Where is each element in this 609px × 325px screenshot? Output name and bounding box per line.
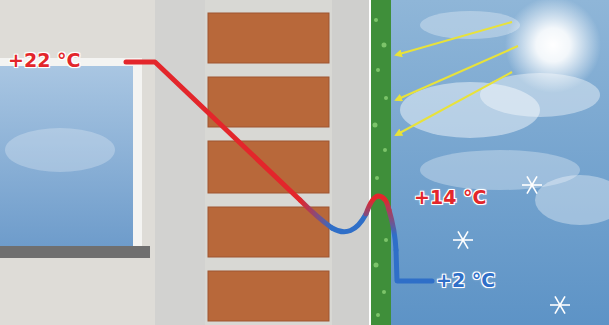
curve-drop — [389, 210, 396, 250]
sun — [505, 0, 601, 93]
temperature-label: +14 °C — [414, 187, 486, 208]
window-sill — [0, 246, 150, 258]
brick — [208, 207, 329, 257]
brick — [208, 77, 329, 127]
window-cloud — [5, 128, 115, 172]
curve-transition — [300, 200, 332, 228]
sun-ray — [396, 22, 512, 55]
curve-warm — [126, 62, 300, 200]
insulation-layer — [371, 0, 391, 325]
cloud — [535, 175, 609, 225]
finish-coat — [369, 0, 371, 325]
brick — [208, 13, 329, 63]
interior-wall — [0, 0, 160, 325]
temperature-label: +22 °C — [8, 50, 80, 71]
outer-plaster — [332, 0, 372, 325]
window-glass — [0, 66, 133, 246]
sunlight-arrows — [396, 22, 518, 135]
brick — [208, 271, 329, 321]
curve-bump — [366, 196, 389, 214]
window-picture — [0, 58, 150, 258]
curve-dip — [332, 214, 366, 232]
temperature-curve — [126, 62, 432, 281]
window-frame — [0, 58, 142, 254]
sun-ray — [396, 46, 518, 100]
curve-cold — [396, 250, 432, 281]
insulation-texture — [373, 18, 389, 317]
temperature-label: +2 °C — [436, 270, 495, 291]
inner-plaster — [155, 0, 207, 325]
mortar — [205, 0, 332, 325]
sun-ray — [396, 72, 512, 135]
